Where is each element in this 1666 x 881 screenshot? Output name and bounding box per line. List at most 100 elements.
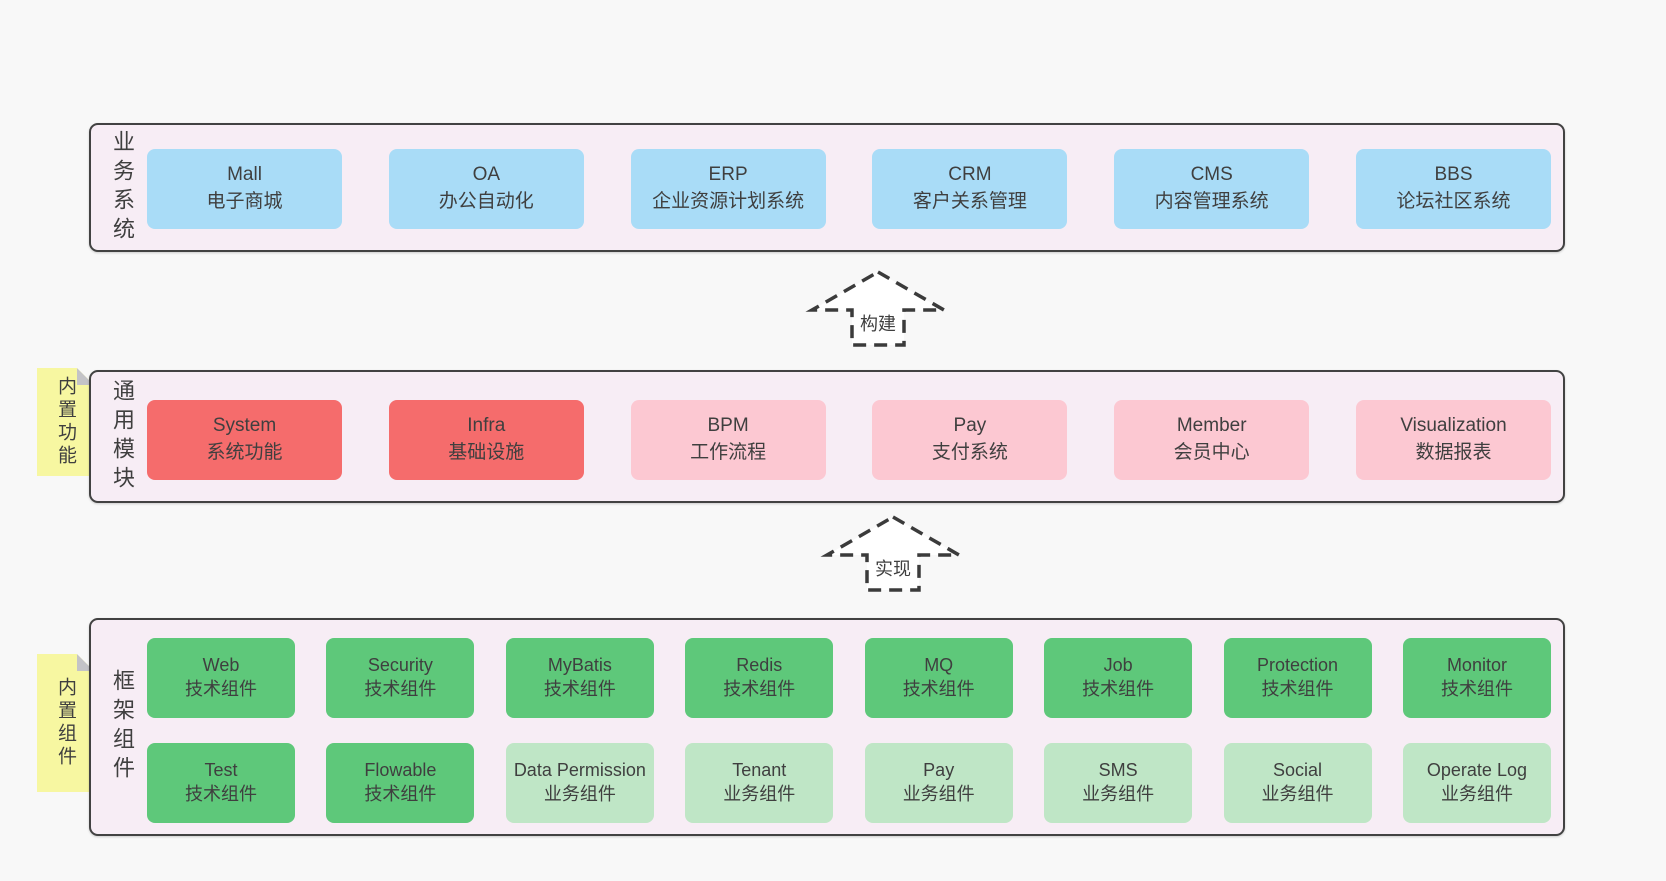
components-card-row-2: Test 技术组件 Flowable 技术组件 Data Permission … xyxy=(147,743,1551,823)
card-mq: MQ 技术组件 xyxy=(864,638,1013,718)
card-mall: Mall 电子商城 xyxy=(147,149,342,229)
card-title: Flowable xyxy=(364,760,437,781)
card-subtitle: 技术组件 xyxy=(185,784,257,804)
card-subtitle: 技术组件 xyxy=(364,679,437,699)
section-business-systems: 业务系统 Mall 电子商城 OA 办公自动化 ERP 企业资源计划系统 CRM… xyxy=(89,123,1565,252)
card-subtitle: 企业资源计划系统 xyxy=(652,191,805,212)
arrow-build: 构建 xyxy=(805,268,951,349)
card-title: Job xyxy=(1103,655,1133,676)
card-pay-system: Pay 支付系统 xyxy=(872,400,1068,480)
card-title: Protection xyxy=(1257,655,1339,676)
card-title: Member xyxy=(1176,415,1247,437)
card-title: Social xyxy=(1273,760,1323,781)
card-tenant: Tenant 业务组件 xyxy=(685,743,834,823)
card-subtitle: 业务组件 xyxy=(1082,784,1155,804)
card-subtitle: 工作流程 xyxy=(690,442,767,463)
card-title: Monitor xyxy=(1446,655,1507,676)
card-title: BPM xyxy=(707,415,749,437)
card-title: Security xyxy=(367,655,433,676)
card-subtitle: 技术组件 xyxy=(1440,679,1513,699)
section-label: 通用模块 xyxy=(110,378,135,495)
card-monitor: Monitor 技术组件 xyxy=(1402,638,1551,718)
section-label: 框架组件 xyxy=(110,669,135,785)
card-crm: CRM 客户关系管理 xyxy=(872,149,1068,229)
card-subtitle: 业务组件 xyxy=(543,784,616,804)
card-test: Test 技术组件 xyxy=(147,743,295,823)
card-title: ERP xyxy=(708,164,748,186)
card-sms: SMS 业务组件 xyxy=(1044,743,1193,823)
card-subtitle: 支付系统 xyxy=(931,442,1008,463)
card-subtitle: 技术组件 xyxy=(723,679,796,699)
card-web: Web 技术组件 xyxy=(147,638,295,718)
card-subtitle: 业务组件 xyxy=(1261,784,1334,804)
card-member: Member 会员中心 xyxy=(1114,400,1310,480)
note-label: 内置组件 xyxy=(55,677,76,769)
card-title: BBS xyxy=(1434,164,1473,186)
card-subtitle: 电子商城 xyxy=(206,191,283,212)
modules-card-row: System 系统功能 Infra 基础设施 BPM 工作流程 Pay 支付系统… xyxy=(147,400,1551,480)
card-title: CRM xyxy=(948,164,992,186)
card-title: MQ xyxy=(924,655,954,676)
card-security: Security 技术组件 xyxy=(326,638,475,718)
card-redis: Redis 技术组件 xyxy=(685,638,834,718)
card-infra: Infra 基础设施 xyxy=(388,400,584,480)
dashed-up-arrow-icon xyxy=(820,514,966,592)
card-subtitle: 技术组件 xyxy=(364,784,437,804)
card-subtitle: 技术组件 xyxy=(1082,679,1155,699)
section-framework-components: 框架组件 Web 技术组件 Security 技术组件 MyBatis 技术组件… xyxy=(89,618,1565,836)
card-subtitle: 技术组件 xyxy=(1261,679,1334,699)
card-operate-log: Operate Log 业务组件 xyxy=(1402,743,1551,823)
sticky-note-built-in-components: 内置组件 xyxy=(37,654,94,792)
card-bbs: BBS 论坛社区系统 xyxy=(1355,149,1551,229)
card-job: Job 技术组件 xyxy=(1044,638,1193,718)
card-title: Redis xyxy=(736,655,783,676)
card-erp: ERP 企业资源计划系统 xyxy=(630,149,826,229)
card-title: Tenant xyxy=(732,760,787,781)
card-title: OA xyxy=(472,164,501,186)
card-protection: Protection 技术组件 xyxy=(1223,638,1372,718)
components-card-row-1: Web 技术组件 Security 技术组件 MyBatis 技术组件 Redi… xyxy=(147,638,1551,718)
card-title: Pay xyxy=(923,760,955,781)
card-title: Web xyxy=(202,655,240,676)
note-label: 内置功能 xyxy=(55,376,76,468)
business-card-row: Mall 电子商城 OA 办公自动化 ERP 企业资源计划系统 CRM 客户关系… xyxy=(147,149,1551,229)
arrow-label: 构建 xyxy=(857,310,899,336)
section-label: 业务系统 xyxy=(110,129,135,246)
card-subtitle: 论坛社区系统 xyxy=(1396,191,1511,212)
card-data-permission: Data Permission 业务组件 xyxy=(505,743,654,823)
card-subtitle: 业务组件 xyxy=(1440,784,1513,804)
arrow-implement: 实现 xyxy=(820,513,966,594)
sticky-note-built-in-features: 内置功能 xyxy=(37,368,94,476)
card-subtitle: 办公自动化 xyxy=(438,191,534,212)
card-subtitle: 会员中心 xyxy=(1173,442,1250,463)
card-cms: CMS 内容管理系统 xyxy=(1114,149,1310,229)
card-subtitle: 系统功能 xyxy=(206,442,283,463)
card-mybatis: MyBatis 技术组件 xyxy=(505,638,654,718)
card-subtitle: 技术组件 xyxy=(902,679,975,699)
card-title: Visualization xyxy=(1400,415,1507,437)
arrow-label: 实现 xyxy=(872,555,914,581)
card-title: Infra xyxy=(467,415,506,437)
card-subtitle: 业务组件 xyxy=(723,784,796,804)
card-title: MyBatis xyxy=(547,655,612,676)
card-social: Social 业务组件 xyxy=(1223,743,1372,823)
card-title: Pay xyxy=(953,415,987,437)
card-title: CMS xyxy=(1190,164,1233,186)
card-subtitle: 数据报表 xyxy=(1415,442,1492,463)
card-title: Mall xyxy=(227,164,262,186)
card-title: Data Permission xyxy=(513,760,646,781)
card-visualization: Visualization 数据报表 xyxy=(1355,400,1551,480)
card-subtitle: 技术组件 xyxy=(543,679,616,699)
card-subtitle: 技术组件 xyxy=(185,679,257,699)
card-pay-component: Pay 业务组件 xyxy=(864,743,1013,823)
card-title: SMS xyxy=(1098,760,1138,781)
card-subtitle: 客户关系管理 xyxy=(912,191,1027,212)
card-system: System 系统功能 xyxy=(147,400,342,480)
card-flowable: Flowable 技术组件 xyxy=(326,743,475,823)
card-subtitle: 基础设施 xyxy=(448,442,525,463)
card-title: Operate Log xyxy=(1426,760,1527,781)
card-bpm: BPM 工作流程 xyxy=(630,400,826,480)
section-common-modules: 通用模块 System 系统功能 Infra 基础设施 BPM 工作流程 Pay… xyxy=(89,370,1565,503)
card-subtitle: 内容管理系统 xyxy=(1154,191,1269,212)
